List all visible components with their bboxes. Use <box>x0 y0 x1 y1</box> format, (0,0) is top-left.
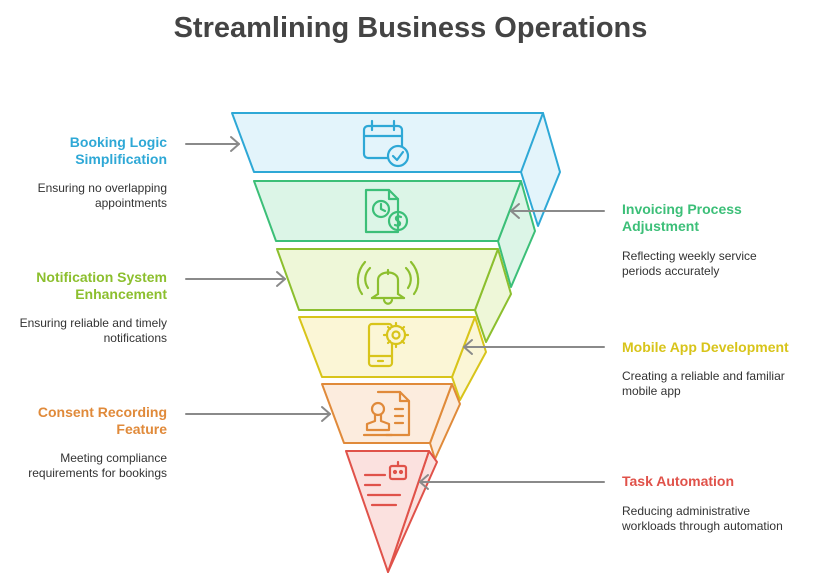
step-label-invoicing: Invoicing Process Adjustment <box>622 201 742 234</box>
funnel-layer-3 <box>276 248 512 343</box>
step-desc-booking: Ensuring no overlapping appointments <box>37 181 167 210</box>
step-desc-automation: Reducing administrative workloads throug… <box>622 504 783 533</box>
funnel-layer-1 <box>231 112 561 227</box>
arrow-connectors <box>185 136 605 490</box>
arrow-right-icon <box>185 136 240 152</box>
arrow-left-icon <box>419 474 605 490</box>
calendar-check-icon <box>362 119 410 168</box>
step-label-booking: Booking Logic Simplification <box>69 134 167 167</box>
document-clock-dollar-icon <box>364 188 409 234</box>
page-title: Streamlining Business Operations <box>173 12 648 44</box>
step-label-mobile: Mobile App Development <box>622 339 789 355</box>
step-desc-consent: Meeting compliance requirements for book… <box>28 451 167 480</box>
arrow-right-icon <box>185 271 286 287</box>
step-label-notification: Notification System Enhancement <box>36 269 167 302</box>
stamp-document-icon <box>362 390 411 437</box>
bell-ringing-icon <box>356 260 420 305</box>
robot-document-icon <box>363 460 408 507</box>
arrow-right-icon <box>185 406 331 422</box>
funnel-layer-4 <box>298 316 487 401</box>
funnel-layer-5 <box>321 383 461 460</box>
step-desc-invoicing: Reflecting weekly service periods accura… <box>622 249 757 278</box>
step-desc-mobile: Creating a reliable and familiar mobile … <box>622 369 785 398</box>
step-desc-notification: Ensuring reliable and timely notificatio… <box>19 316 167 345</box>
arrow-left-icon <box>510 203 605 219</box>
step-label-consent: Consent Recording Feature <box>37 404 167 437</box>
mobile-gear-icon <box>367 321 410 368</box>
step-label-automation: Task Automation <box>622 473 735 489</box>
arrow-left-icon <box>463 339 605 355</box>
